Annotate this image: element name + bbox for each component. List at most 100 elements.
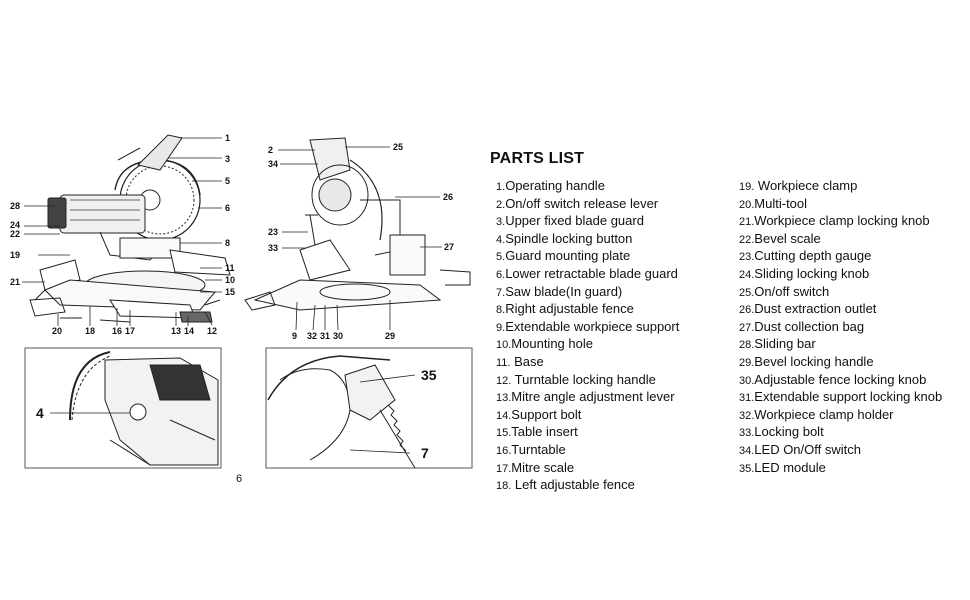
part-item: 2.On/off switch release lever bbox=[496, 196, 679, 214]
part-label: Sliding bar bbox=[754, 336, 816, 352]
callout-34: 34 bbox=[268, 159, 279, 169]
part-item: 15.Table insert bbox=[496, 424, 679, 442]
callout-24: 24 bbox=[10, 220, 21, 230]
part-item: 18. Left adjustable fence bbox=[496, 477, 679, 495]
part-label: LED module bbox=[754, 459, 826, 475]
front-leaders bbox=[22, 137, 222, 326]
part-item: 33.Locking bolt bbox=[739, 424, 942, 442]
part-item: 13.Mitre angle adjustment lever bbox=[496, 389, 679, 407]
part-item: 8.Right adjustable fence bbox=[496, 301, 679, 319]
part-label: Dust extraction outlet bbox=[754, 301, 877, 317]
front-view-saw bbox=[29, 134, 231, 323]
part-item: 9.Extendable workpiece support bbox=[496, 319, 679, 337]
part-number: 30. bbox=[739, 374, 755, 387]
part-number: 12. bbox=[496, 374, 512, 387]
callout-8: 8 bbox=[225, 238, 231, 248]
part-item: 5.Guard mounting plate bbox=[496, 248, 679, 266]
exploded-diagram: 1 3 5 6 8 11 10 15 12 14 13 17 16 18 20 … bbox=[0, 0, 480, 600]
callout-1: 1 bbox=[225, 133, 231, 143]
part-number: 29. bbox=[739, 356, 755, 369]
part-number: 24. bbox=[739, 268, 755, 281]
part-item: 31.Extendable support locking knob bbox=[739, 389, 942, 407]
part-number: 2. bbox=[496, 198, 506, 211]
part-number: 4. bbox=[496, 233, 506, 246]
part-item: 14.Support bolt bbox=[496, 407, 679, 425]
part-item: 27.Dust collection bag bbox=[739, 319, 942, 337]
part-item: 16.Turntable bbox=[496, 442, 679, 460]
callout-31: 31 bbox=[320, 331, 331, 341]
part-number: 15. bbox=[496, 427, 512, 440]
part-label: Multi-tool bbox=[754, 195, 808, 211]
part-item: 1.Operating handle bbox=[496, 178, 679, 196]
part-number: 33. bbox=[739, 427, 755, 440]
part-number: 21. bbox=[739, 216, 755, 229]
side-view-saw bbox=[244, 137, 471, 311]
part-number: 20. bbox=[739, 198, 755, 211]
part-label: Operating handle bbox=[505, 178, 605, 193]
part-label: Adjustable fence locking knob bbox=[754, 371, 927, 387]
callout-17: 17 bbox=[125, 326, 136, 336]
detail-right-art bbox=[267, 355, 416, 469]
part-item: 23.Cutting depth gauge bbox=[739, 248, 942, 266]
callout-29: 29 bbox=[385, 331, 396, 341]
callout-26: 26 bbox=[443, 192, 454, 202]
part-number: 35. bbox=[739, 462, 755, 475]
detail-box-left bbox=[24, 347, 222, 469]
part-item: 3.Upper fixed blade guard bbox=[496, 213, 679, 231]
part-number: 27. bbox=[739, 321, 755, 334]
callout-9: 9 bbox=[292, 331, 298, 341]
part-number: 1. bbox=[496, 181, 506, 193]
callout-32: 32 bbox=[307, 331, 318, 341]
part-label: Turntable locking handle bbox=[511, 371, 656, 387]
part-label: Spindle locking button bbox=[505, 230, 633, 246]
detail-box-right bbox=[265, 347, 473, 469]
part-number: 26. bbox=[739, 304, 755, 317]
part-number: 34. bbox=[739, 444, 755, 457]
part-label: Support bolt bbox=[511, 406, 582, 422]
part-item: 30.Adjustable fence locking knob bbox=[739, 372, 942, 390]
part-number: 23. bbox=[739, 251, 755, 264]
part-item: 7.Saw blade(In guard) bbox=[496, 284, 679, 302]
part-item: 21.Workpiece clamp locking knob bbox=[739, 213, 942, 231]
part-label: Workpiece clamp bbox=[754, 178, 858, 193]
callout-14: 14 bbox=[184, 326, 195, 336]
part-item: 22.Bevel scale bbox=[739, 231, 942, 249]
part-item: 20.Multi-tool bbox=[739, 196, 942, 214]
part-number: 28. bbox=[739, 339, 755, 352]
part-label: Base bbox=[510, 353, 544, 369]
part-label: Extendable support locking knob bbox=[754, 389, 943, 405]
part-label: Dust collection bag bbox=[754, 318, 865, 334]
callout-19: 19 bbox=[10, 250, 21, 260]
part-number: 25. bbox=[739, 286, 755, 299]
page-number: 6 bbox=[236, 473, 243, 485]
part-label: Left adjustable fence bbox=[511, 477, 635, 493]
callout-23: 23 bbox=[268, 227, 279, 237]
part-item: 25.On/off switch bbox=[739, 284, 942, 302]
part-item: 34.LED On/Off switch bbox=[739, 442, 942, 460]
part-label: Saw blade(In guard) bbox=[505, 283, 623, 299]
callout-13: 13 bbox=[171, 326, 182, 336]
callout-15: 15 bbox=[225, 287, 236, 297]
part-label: Bevel scale bbox=[754, 230, 821, 246]
part-label: Cutting depth gauge bbox=[754, 248, 872, 264]
part-item: 6.Lower retractable blade guard bbox=[496, 266, 679, 284]
side-leaders bbox=[278, 146, 442, 331]
part-label: Mounting hole bbox=[511, 336, 593, 352]
callout-30: 30 bbox=[333, 331, 344, 341]
part-item: 29.Bevel locking handle bbox=[739, 354, 942, 372]
part-number: 11. bbox=[496, 356, 511, 369]
part-label: Table insert bbox=[511, 424, 578, 440]
part-label: Mitre angle adjustment lever bbox=[511, 389, 675, 405]
part-label: Turntable bbox=[511, 441, 566, 457]
part-item: 19. Workpiece clamp bbox=[739, 178, 942, 196]
part-number: 13. bbox=[496, 392, 512, 405]
part-label: Bevel locking handle bbox=[754, 353, 874, 369]
part-item: 17.Mitre scale bbox=[496, 460, 679, 478]
part-number: 9. bbox=[496, 321, 506, 334]
callout-11: 11 bbox=[225, 263, 235, 273]
part-number: 5. bbox=[496, 251, 506, 264]
part-item: 32.Workpiece clamp holder bbox=[739, 407, 942, 425]
part-label: Extendable workpiece support bbox=[505, 318, 680, 334]
callout-33: 33 bbox=[268, 243, 279, 253]
